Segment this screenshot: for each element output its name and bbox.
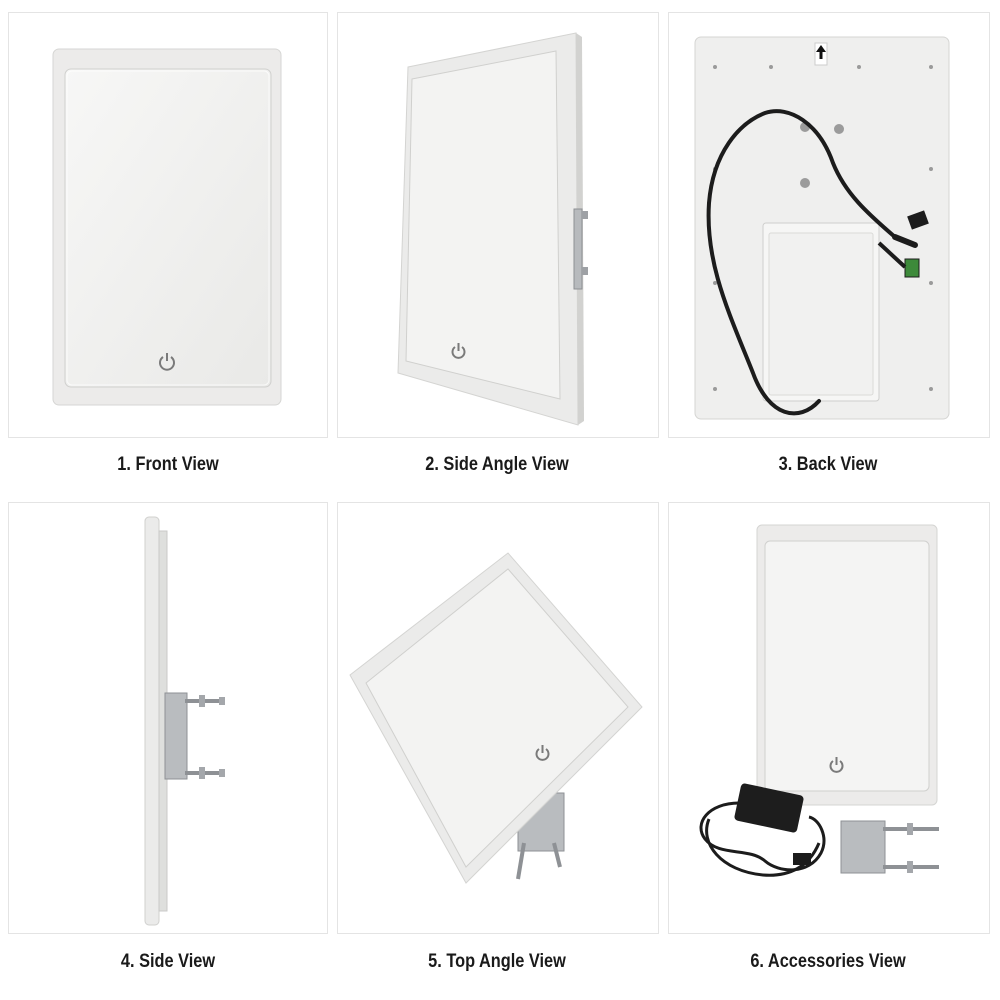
caption-top-angle-view: 5. Top Angle View [428,951,566,972]
caption-accessories-view: 6. Accessories View [750,951,906,972]
side-view-photo [8,502,328,934]
caption-side-view: 4. Side View [120,951,216,972]
caption-front-view: 1. Front View [117,454,219,475]
back-view-photo [668,12,990,438]
arrow-up-icon [814,42,828,66]
side-angle-view-photo [337,12,659,438]
caption-back-view: 3. Back View [778,454,878,475]
power-icon [451,343,466,359]
power-icon [535,745,550,761]
caption-side-angle-view: 2. Side Angle View [425,454,569,475]
power-icon [829,757,844,773]
top-angle-view-photo [337,502,659,934]
accessories-view-photo [668,502,990,934]
power-icon [159,353,175,371]
front-view-photo [8,12,328,438]
